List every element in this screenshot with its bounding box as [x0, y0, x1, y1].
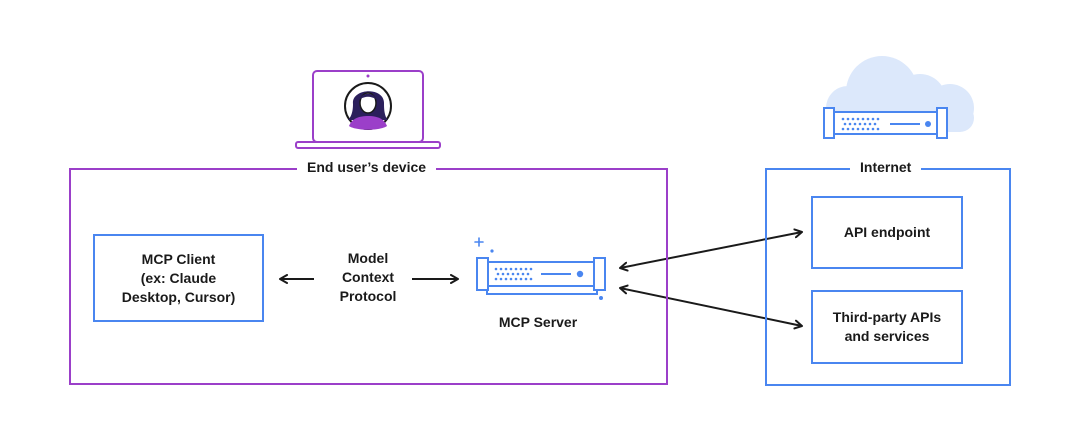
third-party-apis-node: Third-party APIs and services [811, 290, 963, 364]
server-icon [476, 257, 606, 295]
server-icon [823, 107, 948, 139]
mcp-client-label: MCP Client (ex: Claude Desktop, Cursor) [121, 250, 236, 305]
device-group-label: End user’s device [297, 158, 437, 176]
third-party-apis-label: Third-party APIs and services [832, 309, 942, 344]
server-api-arrow [619, 228, 803, 272]
mcp-client-node: MCP Client (ex: Claude Desktop, Cursor) [93, 234, 264, 322]
server-thirdparty-arrow [619, 284, 803, 330]
mcp-server-label: MCP Server [498, 314, 578, 330]
sparkle-icon [474, 237, 603, 300]
api-endpoint-label: API endpoint [843, 224, 931, 240]
internet-group-label: Internet [850, 158, 922, 176]
api-endpoint-node: API endpoint [811, 196, 963, 269]
protocol-label: Model Context Protocol [339, 250, 397, 304]
user-avatar-icon [344, 82, 392, 130]
